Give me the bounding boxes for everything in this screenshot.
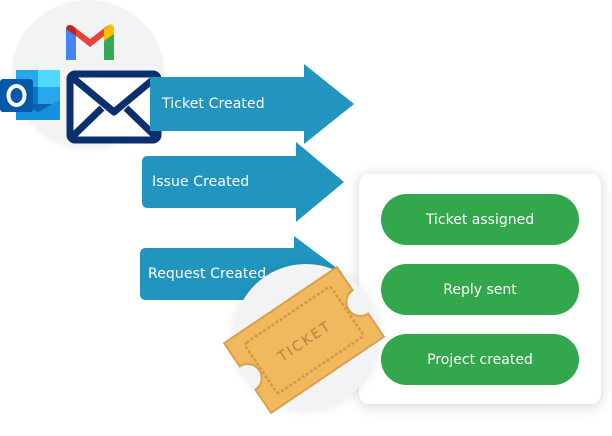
trigger-arrow-ticket-created: Ticket Created <box>150 64 356 144</box>
trigger-arrow-issue-created: Issue Created <box>142 142 348 222</box>
outlook-icon <box>0 70 60 120</box>
trigger-label: Request Created <box>148 266 267 282</box>
trigger-label: Ticket Created <box>162 96 265 112</box>
actions-card: Ticket assigned Reply sent Project creat… <box>359 174 601 404</box>
mail-envelope-icon <box>66 70 162 144</box>
gmail-icon <box>66 24 114 61</box>
ticket-icon: TICKET <box>222 265 386 415</box>
action-reply-sent: Reply sent <box>381 264 579 315</box>
action-ticket-assigned: Ticket assigned <box>381 194 579 245</box>
trigger-label: Issue Created <box>152 174 250 190</box>
action-project-created: Project created <box>381 334 579 385</box>
